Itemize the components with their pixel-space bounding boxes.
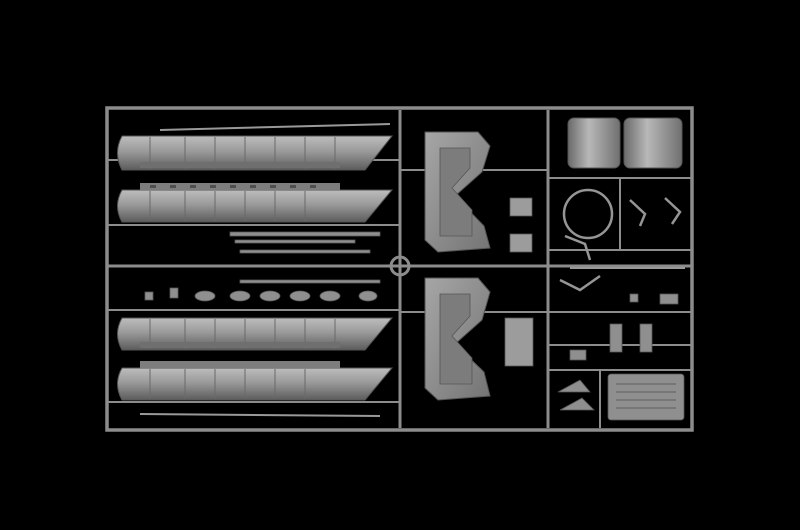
float-tube-lower-2 [117,361,394,401]
sprue-hub [389,255,411,277]
float-tube-lower-1 [117,317,394,351]
side-panel-upper [424,131,491,253]
float-tube-upper-2 [117,183,394,223]
side-panel-lower [424,277,491,401]
grille-parts [504,197,534,367]
rod-parts [139,123,685,417]
ring-parts [559,188,682,292]
float-tube-upper-1 [117,135,394,171]
drum-parts [567,117,683,169]
small-parts-left [144,231,381,302]
small-parts-right [557,293,685,421]
